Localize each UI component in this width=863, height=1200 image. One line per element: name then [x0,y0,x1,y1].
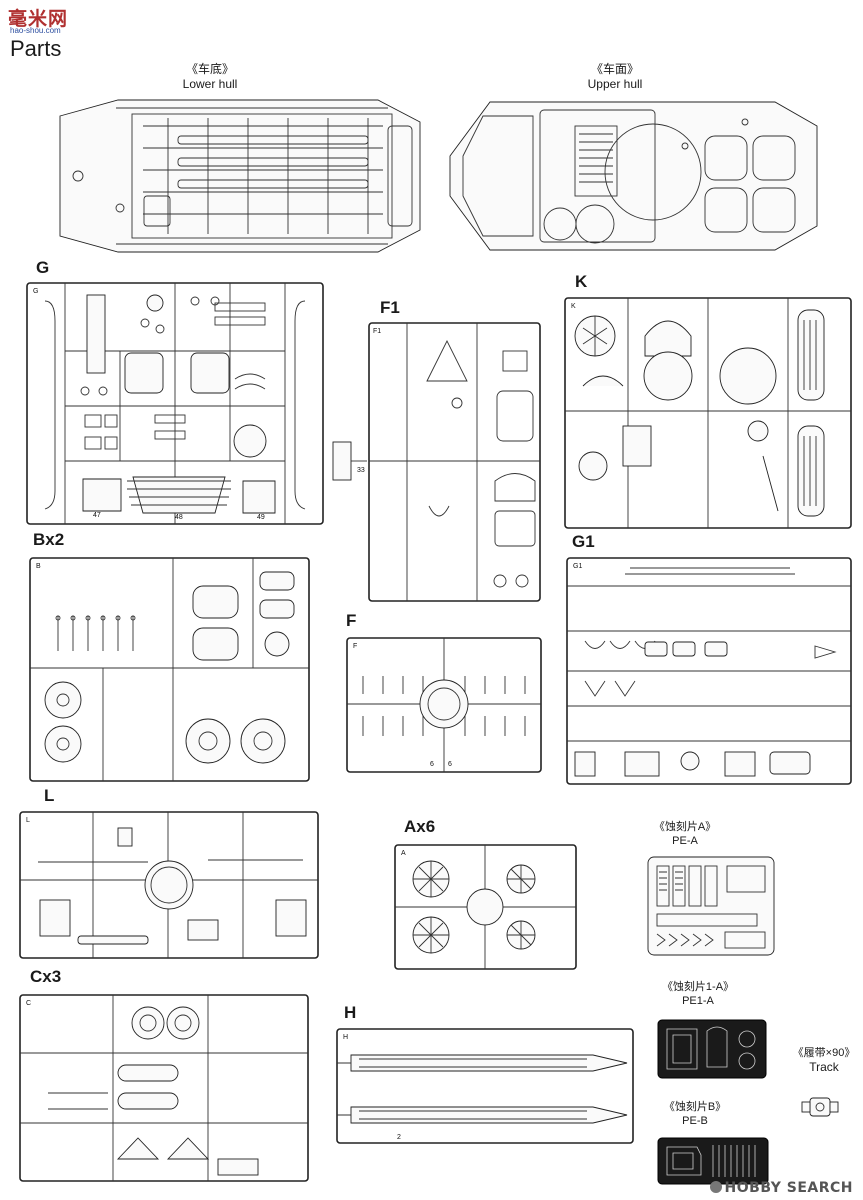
svg-text:C: C [26,1000,31,1007]
svg-text:48: 48 [175,514,183,521]
pe-b-caption-cn: 《蚀刻片B》 [663,1101,727,1113]
lower-hull-caption-cn: 《车底》 [185,62,234,76]
track-link-drawing [801,1097,839,1117]
svg-text:F: F [353,643,357,650]
svg-text:H: H [343,1034,348,1041]
page-title: Parts [10,36,62,61]
pe1-a-fret [657,1019,767,1079]
sprue-label-f: F [346,611,357,630]
svg-text:B: B [36,563,41,570]
sprue-f1-tab: 33 [332,441,367,481]
pe-a-fret [647,856,775,956]
svg-text:A: A [401,850,406,857]
sprue-label-ax6: Ax6 [404,817,436,836]
sprue-k: K [564,297,852,529]
svg-text:47: 47 [93,512,101,519]
upper-hull-drawing [449,101,818,251]
sprue-f1: F1 [368,322,541,602]
sprue-label-cx3: Cx3 [30,967,62,986]
site-logo: 毫米网 [8,8,69,30]
svg-text:L: L [26,817,30,824]
pe-b-caption: 《蚀刻片B》 PE-B [645,1100,745,1128]
upper-hull-caption-cn: 《车面》 [590,62,639,76]
pe1-a-caption: 《蚀刻片1-A》 PE1-A [648,980,748,1008]
sprue-label-f1: F1 [380,298,400,317]
watermark-text: HOBBY SEARCH [724,1180,853,1196]
sprue-ax6: A [394,844,577,970]
sprue-bx2: B [29,557,310,782]
sprue-label-k: K [575,272,588,291]
svg-text:33: 33 [357,467,365,474]
sprue-label-bx2: Bx2 [33,530,65,549]
pe1-a-caption-cn: 《蚀刻片1-A》 [661,981,735,993]
watermark: HOBBY SEARCH [709,1180,853,1196]
track-caption-en: Track [809,1060,839,1074]
track-caption-cn: 《履带×90》 [792,1047,856,1059]
pe1-a-caption-en: PE1-A [682,995,714,1007]
sprue-l: L [19,811,319,959]
pe-a-caption-cn: 《蚀刻片A》 [653,821,717,833]
svg-text:6: 6 [430,761,434,768]
sprue-h: H 2 [336,1028,634,1144]
pe-b-fret [657,1137,769,1185]
pe-a-caption-en: PE-A [672,835,698,847]
track-caption: 《履带×90》 Track [785,1046,863,1074]
sprue-label-g1: G1 [572,532,595,551]
pe-b-caption-en: PE-B [682,1115,708,1127]
pe-a-caption: 《蚀刻片A》 PE-A [640,820,730,848]
svg-text:6: 6 [448,761,452,768]
sprue-g: G 47 48 49 [26,282,324,525]
watermark-icon [709,1181,722,1193]
svg-text:F1: F1 [373,328,381,335]
sprue-label-g: G [36,258,50,277]
upper-hull-caption: 《车面》 Upper hull [560,62,670,92]
svg-text:49: 49 [257,514,265,521]
sprue-label-l: L [44,786,55,805]
sprue-g1: G1 [566,557,852,785]
svg-text:G: G [33,288,38,295]
sprue-cx3: C [19,994,309,1182]
site-url: hao-shou.com [10,26,61,35]
svg-text:G1: G1 [573,563,582,570]
upper-hull-caption-en: Upper hull [587,77,643,91]
lower-hull-drawing [59,99,421,253]
lower-hull-caption: 《车底》 Lower hull [150,62,270,92]
lower-hull-caption-en: Lower hull [182,77,238,91]
svg-text:2: 2 [397,1134,401,1141]
sprue-label-h: H [344,1003,357,1022]
sprue-f: F 6 6 [346,637,542,773]
svg-text:K: K [571,303,576,310]
